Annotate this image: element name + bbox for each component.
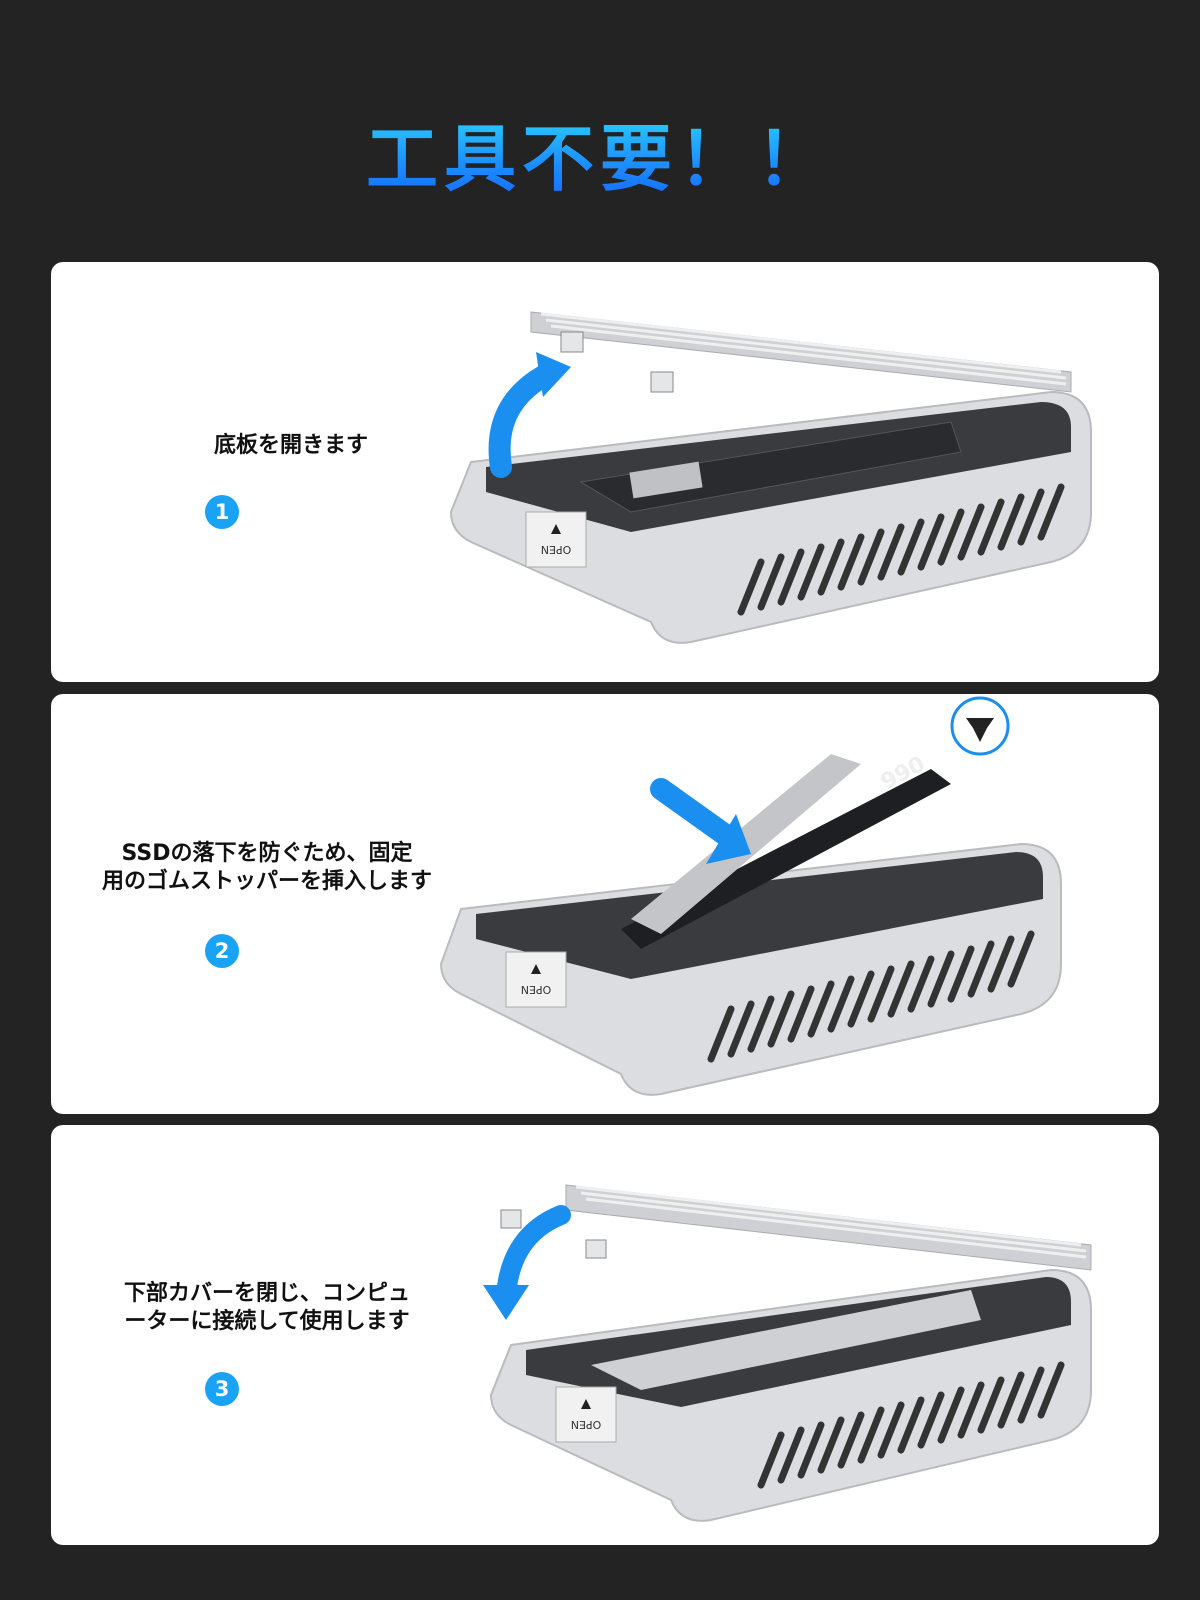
open-label: OPEN [571, 1418, 601, 1431]
ssd-insert-illustration: 990 OPEN [439, 696, 1062, 1096]
open-label: OPEN [521, 983, 551, 996]
headline: 工具不要！！ [0, 100, 1200, 205]
enclosure-close-illustration: OPEN [483, 1184, 1092, 1522]
step-3-panel: 下部カバーを閉じ、コンピュ ーターに接続して使用します 3 OPEN [51, 1125, 1159, 1545]
step-2-caption-line-1: SSDの落下を防ぐため、固定 [121, 841, 413, 866]
step-1-badge: 1 [205, 495, 239, 529]
step-1-caption: 底板を開きます [101, 432, 481, 460]
step-2-panel: SSDの落下を防ぐため、固定 用のゴムストッパーを挿入します 2 990 OPE… [51, 694, 1159, 1114]
step-2-badge: 2 [205, 934, 239, 968]
step-1-panel: 底板を開きます 1 OPEN [51, 262, 1159, 682]
step-2-caption-line-2: 用のゴムストッパーを挿入します [101, 869, 432, 894]
step-3-caption-line-1: 下部カバーを閉じ、コンピュ [123, 1281, 410, 1306]
step-3-caption-line-2: ーターに接続して使用します [124, 1309, 410, 1334]
step-3-caption: 下部カバーを閉じ、コンピュ ーターに接続して使用します [77, 1280, 457, 1336]
step-2-caption: SSDの落下を防ぐため、固定 用のゴムストッパーを挿入します [77, 840, 457, 896]
enclosure-open-illustration: OPEN [449, 311, 1092, 644]
step-1-caption-line: 底板を開きます [213, 433, 368, 458]
open-label: OPEN [541, 543, 571, 556]
step-3-badge: 3 [205, 1372, 239, 1406]
